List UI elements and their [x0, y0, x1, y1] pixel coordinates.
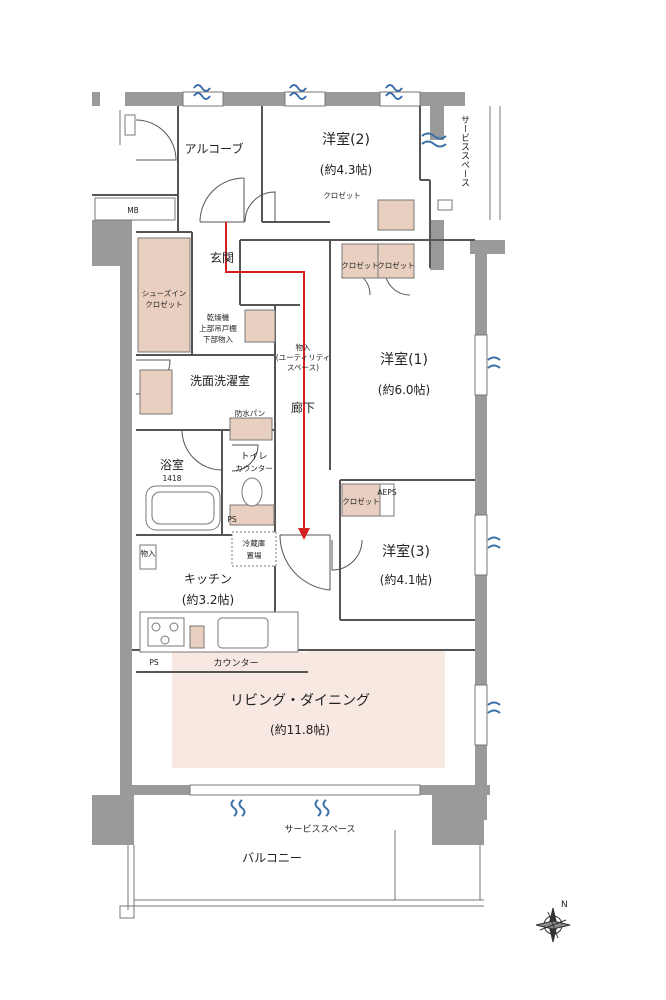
- compass-rose: [535, 907, 571, 943]
- ps-toilet-label: PS: [227, 515, 237, 524]
- kitchen-storage: [139, 544, 157, 570]
- closet-w1a-label: クロゼット: [341, 260, 379, 270]
- closet-w2-label: クロゼット: [323, 190, 361, 200]
- western3-label: 洋室(3): [382, 543, 430, 560]
- mb-label: MB: [127, 206, 139, 215]
- service-space-strip: [437, 106, 501, 220]
- hallway-label: 廊下: [291, 400, 315, 415]
- aeps-label: AEPS: [377, 488, 396, 497]
- kitchen-box: [189, 625, 205, 649]
- fridge-label-1: 冷蔵庫: [243, 538, 266, 548]
- alcove-label: アルコーブ: [185, 141, 244, 156]
- storage-label-3: スペース): [287, 363, 319, 372]
- fixtures: [137, 199, 415, 653]
- western3-size: (約4.1帖): [380, 572, 432, 587]
- washroom-label: 洗面洗濯室: [190, 373, 250, 388]
- sink: [217, 617, 269, 649]
- compass-n-label: N: [561, 900, 568, 910]
- toilet-bowl: [241, 477, 263, 507]
- western1-label: 洋室(1): [380, 351, 428, 368]
- fridge-space: [231, 531, 277, 567]
- closet-w3-label: クロゼット: [342, 496, 380, 506]
- western2-size: (約4.3帖): [320, 162, 372, 177]
- dryer-unit: [244, 309, 276, 343]
- bath-label: 浴室: [160, 457, 184, 472]
- storage-label-1: 物入: [296, 342, 311, 352]
- dryer-label-3: 下部物入: [203, 334, 233, 344]
- exterior-walls: [92, 92, 505, 845]
- bathtub-inner: [151, 491, 215, 525]
- kitchen-label: キッチン: [184, 572, 232, 586]
- room-labels: アルコーブ 洋室(2) (約4.3帖) クロゼット クロゼット クロゼット 洋室…: [127, 131, 432, 865]
- toilet-label: トイレ: [240, 452, 267, 462]
- living-size: (約11.8帖): [270, 722, 330, 737]
- aeps-box: [379, 483, 395, 517]
- kitchen-size: (約3.2帖): [182, 592, 234, 607]
- closet-w1b-label: クロゼット: [377, 260, 415, 270]
- storage-label-2: (ユーティリティ: [276, 353, 331, 362]
- kitchen-storage-label: 物入: [141, 548, 156, 558]
- waterproof-pan: [229, 417, 273, 441]
- dryer-label-1: 乾燥機: [207, 312, 230, 322]
- route-arrow: [225, 222, 305, 530]
- service-space-balcony-label: サービススペース: [285, 824, 356, 835]
- closet-w1-b: [377, 243, 415, 279]
- dryer-label-2: 上部吊戸棚: [199, 323, 237, 333]
- closet-w3: [341, 483, 381, 517]
- washbasin: [139, 369, 173, 415]
- living-label: リビング・ダイニング: [230, 693, 370, 709]
- route-arrowhead: [298, 528, 310, 540]
- counter-label: カウンター: [213, 658, 258, 669]
- waterpan-label: 防水パン: [235, 408, 265, 418]
- balcony-lines: [119, 830, 484, 919]
- mb-shaft: [94, 110, 176, 221]
- balcony-label: バルコニー: [242, 851, 302, 865]
- living-area-tint: [172, 652, 445, 768]
- ps-kitchen-label: PS: [149, 658, 159, 667]
- living-area-tint-top: [308, 650, 445, 656]
- bath-size: 1418: [162, 474, 181, 483]
- western2-label: 洋室(2): [322, 131, 370, 148]
- western1-size: (約6.0帖): [378, 382, 430, 397]
- closet-w2: [377, 199, 415, 231]
- shoe-closet-label-1: シューズイン: [142, 288, 187, 298]
- shoe-closet-label-2: クロゼット: [145, 299, 183, 309]
- entrance-label: 玄関: [210, 250, 234, 265]
- toilet-counter-label: カウンター: [235, 464, 273, 473]
- ventilation-marks: [193, 84, 501, 817]
- service-space-label: サービススペース: [459, 115, 470, 187]
- shoe-closet: [137, 237, 191, 353]
- fridge-label-2: 置場: [247, 550, 262, 560]
